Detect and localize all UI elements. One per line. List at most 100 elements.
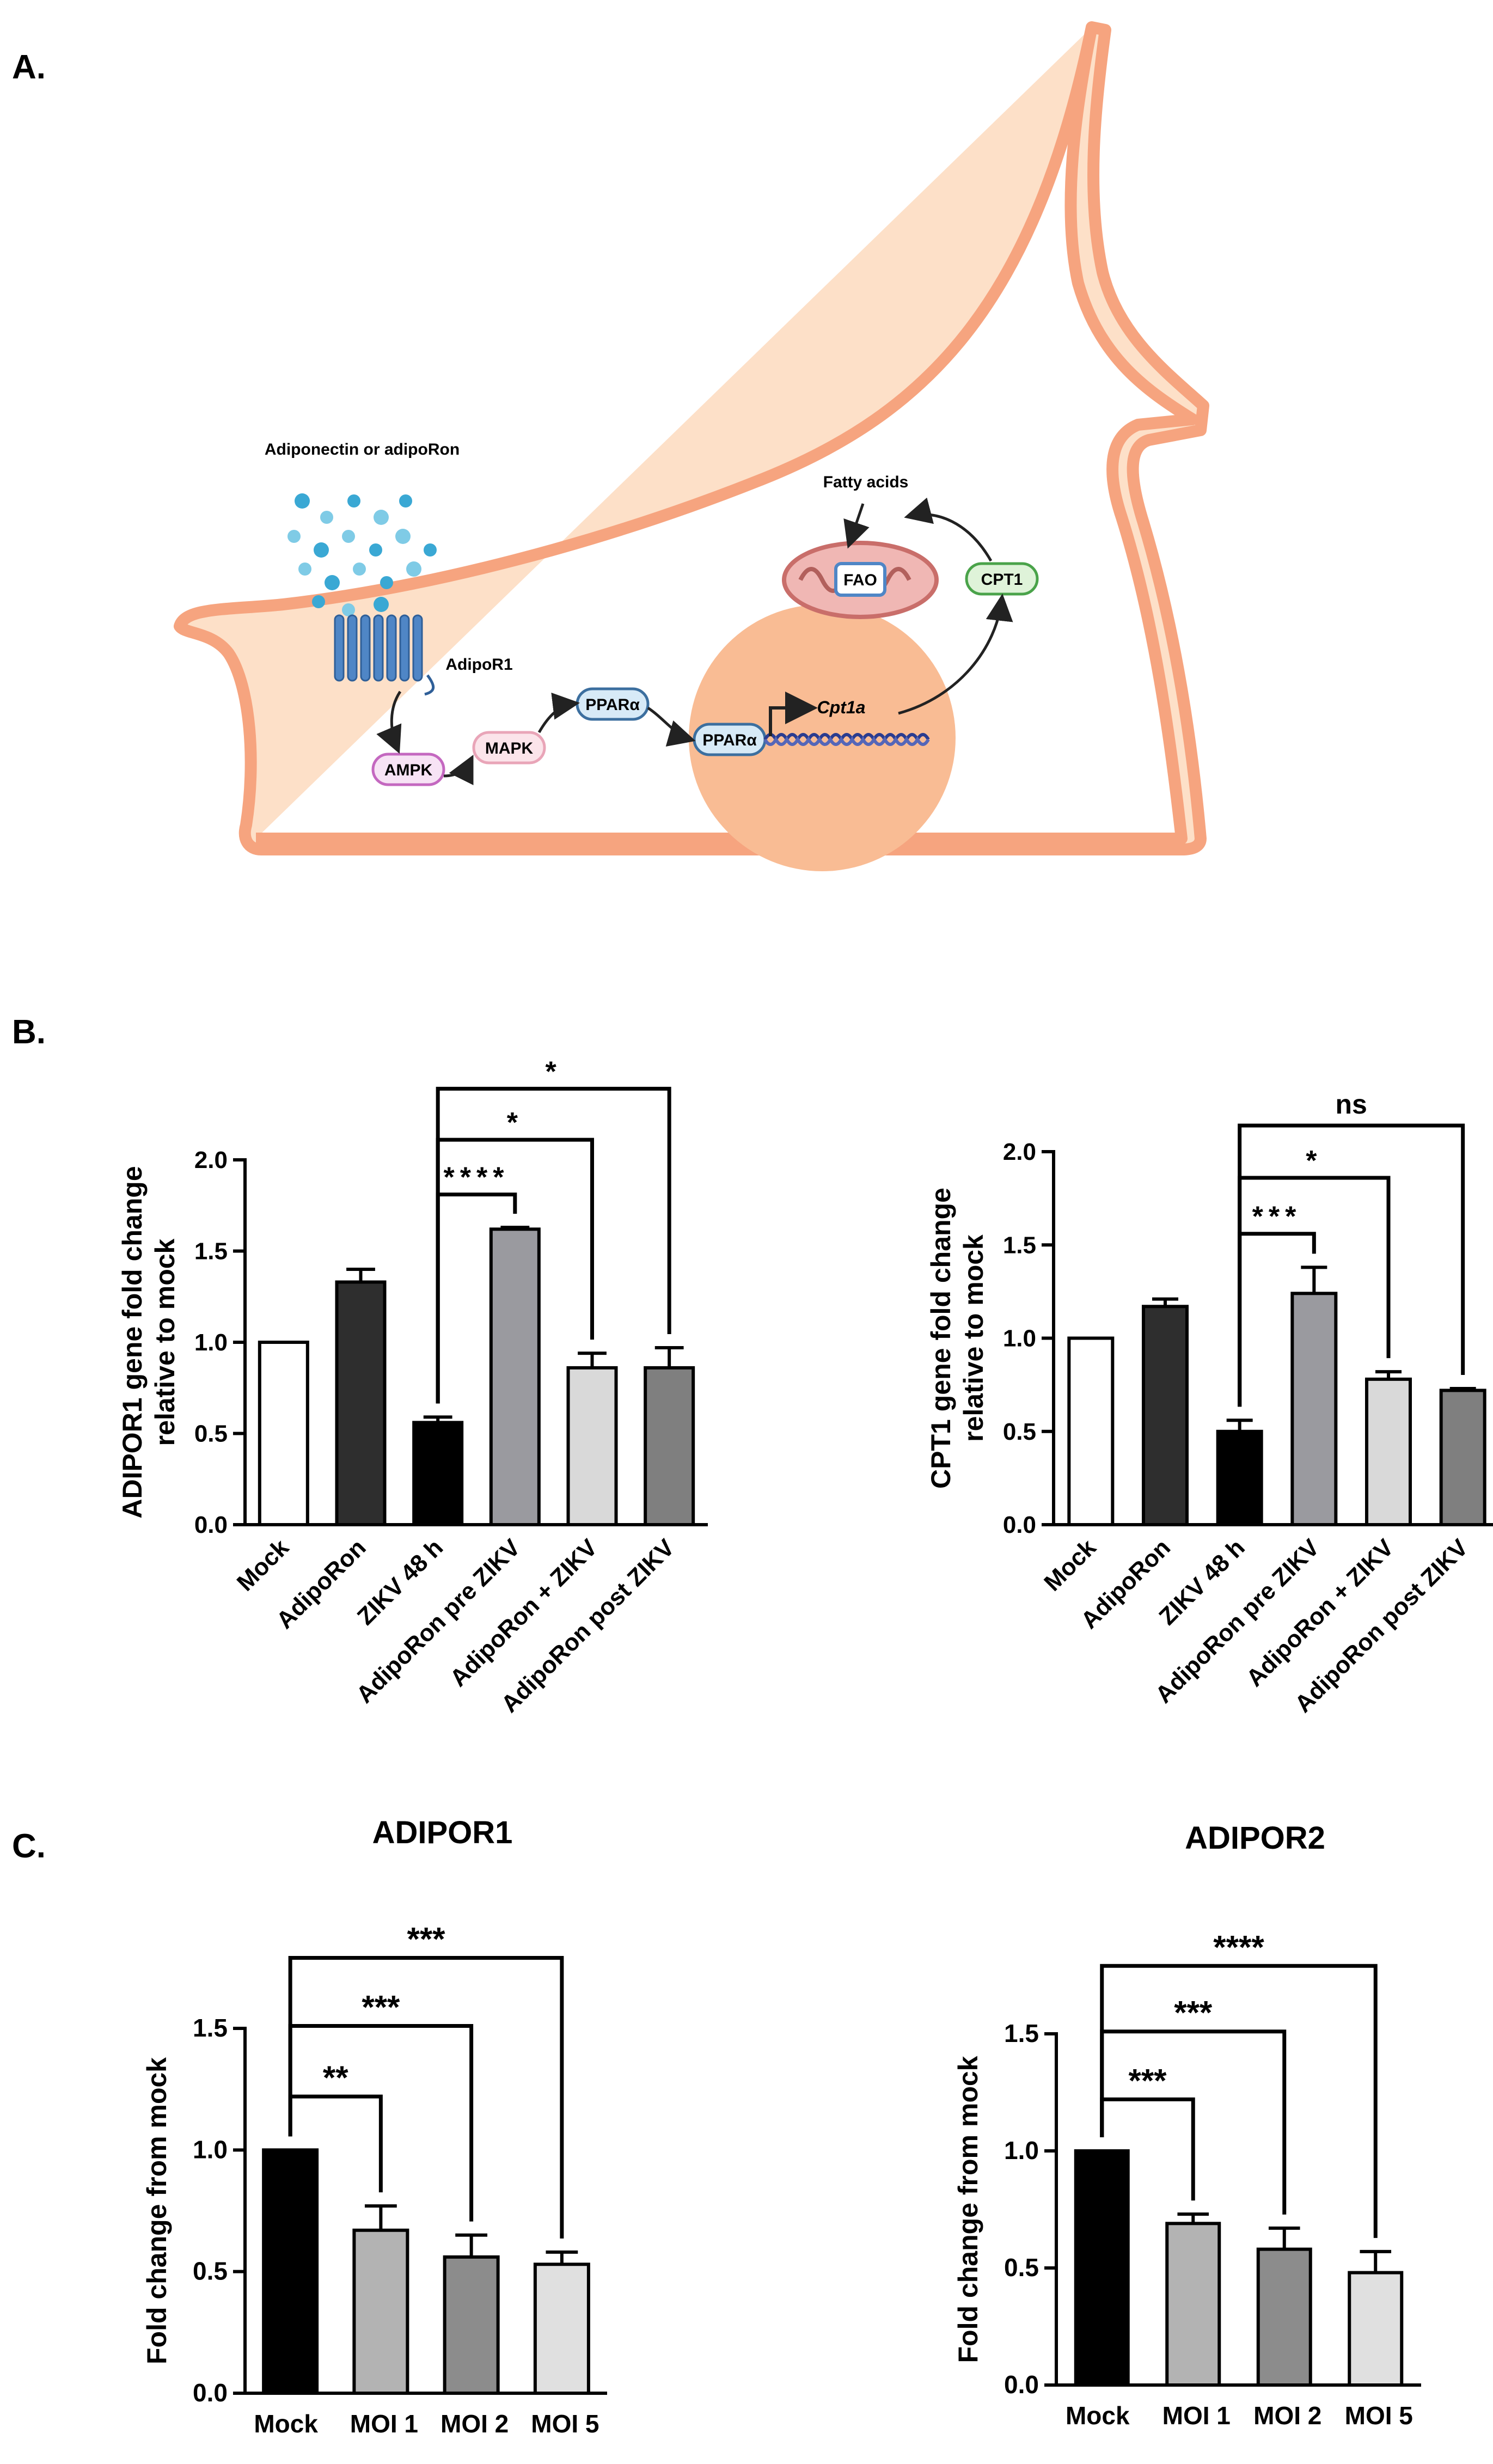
y-tick-label: 0.0 (1003, 1512, 1036, 1538)
arrow-ampk-mapk (443, 755, 474, 785)
significance-label: *** (362, 1989, 400, 2026)
y-tick-label: 1.5 (1004, 2019, 1039, 2047)
ligand-dot (312, 595, 325, 608)
bar (533, 2263, 590, 2395)
y-axis-label: Fold change from mock (953, 2056, 983, 2363)
receptor-tail (424, 674, 435, 696)
y-axis-label: ADIPOR1 gene fold changerelative to mock (117, 1166, 180, 1518)
significance-bracket (1100, 1964, 1378, 2238)
y-axis-label-line: relative to mock (958, 1234, 989, 1442)
significance-label: * (546, 1056, 562, 1087)
y-tick-label: 2.0 (1003, 1139, 1036, 1165)
panel-label-a: A. (12, 48, 46, 86)
x-tick-label: MOI 5 (1345, 2401, 1413, 2430)
ligand-dot (342, 603, 355, 616)
ampk-label: AMPK (384, 761, 433, 779)
fatty-acids-label: Fatty acids (823, 473, 909, 491)
arrow-fattyacids-mito (843, 503, 870, 549)
receptor-helix (386, 614, 397, 682)
y-axis-label-line: relative to mock (150, 1238, 180, 1446)
ligand-dot (353, 562, 366, 576)
gene-label: Cpt1a (817, 698, 866, 717)
significance-label: ** (323, 2059, 348, 2096)
y-tick-label: 0.0 (194, 1512, 228, 1538)
y-tick-label: 1.0 (193, 2135, 228, 2163)
pathway-diagram: FAO Fatty acids CPT1 AMPK MAPK PPARα PPA… (174, 21, 1209, 871)
chart-title: ADIPOR2 (1185, 1820, 1325, 1856)
ppar-cyto-label: PPARα (585, 696, 640, 714)
significance-label: *** (407, 1921, 445, 1957)
significance-bracket (288, 1955, 564, 2239)
significance-label: **** (1213, 1929, 1264, 1965)
significance-label: *** (1252, 1201, 1302, 1233)
x-tick-label: MOI 5 (531, 2410, 599, 2438)
arrow-mapk-ppar (537, 692, 580, 733)
y-axis-label: CPT1 gene fold changerelative to mock (926, 1188, 989, 1489)
significance-label: *** (1128, 2062, 1167, 2099)
y-tick-label: 1.5 (194, 1238, 228, 1265)
receptor-helix (347, 614, 358, 682)
bar (1348, 2271, 1404, 2387)
cpt1-label: CPT1 (981, 571, 1023, 589)
fao-label: FAO (843, 571, 877, 589)
arrow-ppar-nucleus (647, 706, 696, 747)
y-tick-label: 1.5 (193, 2014, 228, 2042)
significance-label: * (1306, 1145, 1322, 1177)
ligand-dot (347, 494, 360, 508)
bar (262, 2148, 319, 2395)
ligand-dot (424, 543, 437, 557)
arrow-receptor-ampk (376, 690, 402, 754)
receptor-helix (373, 614, 384, 682)
x-tick-label: MOI 1 (1162, 2401, 1231, 2430)
y-tick-label: 0.5 (1003, 1419, 1036, 1445)
chart-title: ADIPOR1 (372, 1815, 513, 1850)
significance-label: ns (1335, 1089, 1367, 1120)
x-tick-label: Mock (254, 2410, 318, 2438)
bar (1256, 2247, 1312, 2387)
y-axis-label-line: CPT1 gene fold change (926, 1188, 956, 1489)
x-tick-label: MOI 1 (350, 2410, 418, 2438)
arrow-gene-cpt1 (898, 594, 1013, 715)
bar (1165, 2222, 1221, 2387)
ligand-dot (374, 597, 389, 612)
x-tick-label: MOI 2 (1253, 2401, 1321, 2430)
dna-strand (763, 736, 930, 746)
significance-label: *** (1174, 1995, 1213, 2031)
ligand-dot (325, 575, 340, 590)
panel-label-c: C. (12, 1827, 46, 1865)
significance-bracket (436, 1086, 671, 1404)
dna-helix (763, 733, 930, 746)
dna-strand (763, 733, 930, 743)
ligand-dot (395, 529, 411, 544)
y-tick-label: 2.0 (194, 1147, 228, 1173)
ppar-nuc-label: PPARα (702, 731, 757, 749)
bar (352, 2228, 409, 2395)
fao-box (834, 562, 886, 597)
ligand-dot (295, 493, 310, 509)
panel-label-b: B. (12, 1013, 46, 1051)
y-tick-label: 1.0 (1003, 1325, 1036, 1352)
bar (1074, 2149, 1130, 2387)
ligand-cluster (287, 493, 437, 616)
bar (1365, 1377, 1412, 1527)
ligand-dot (314, 542, 329, 558)
ligand-dot (399, 494, 412, 508)
ligand-dot (298, 562, 311, 576)
bar (489, 1227, 541, 1527)
significance-label: **** (444, 1162, 510, 1194)
x-tick-label: Mock (1066, 2401, 1130, 2430)
ligand-dot (287, 530, 301, 543)
y-tick-label: 1.0 (194, 1329, 228, 1356)
ligand-dot (320, 511, 333, 524)
ligand-dot (374, 510, 389, 525)
y-axis-label: Fold change from mock (142, 2057, 172, 2364)
bar (258, 1341, 309, 1526)
y-tick-label: 0.0 (193, 2379, 228, 2407)
ampk-pill (371, 753, 445, 786)
ligand-dot (342, 530, 355, 543)
bar (1067, 1336, 1115, 1526)
